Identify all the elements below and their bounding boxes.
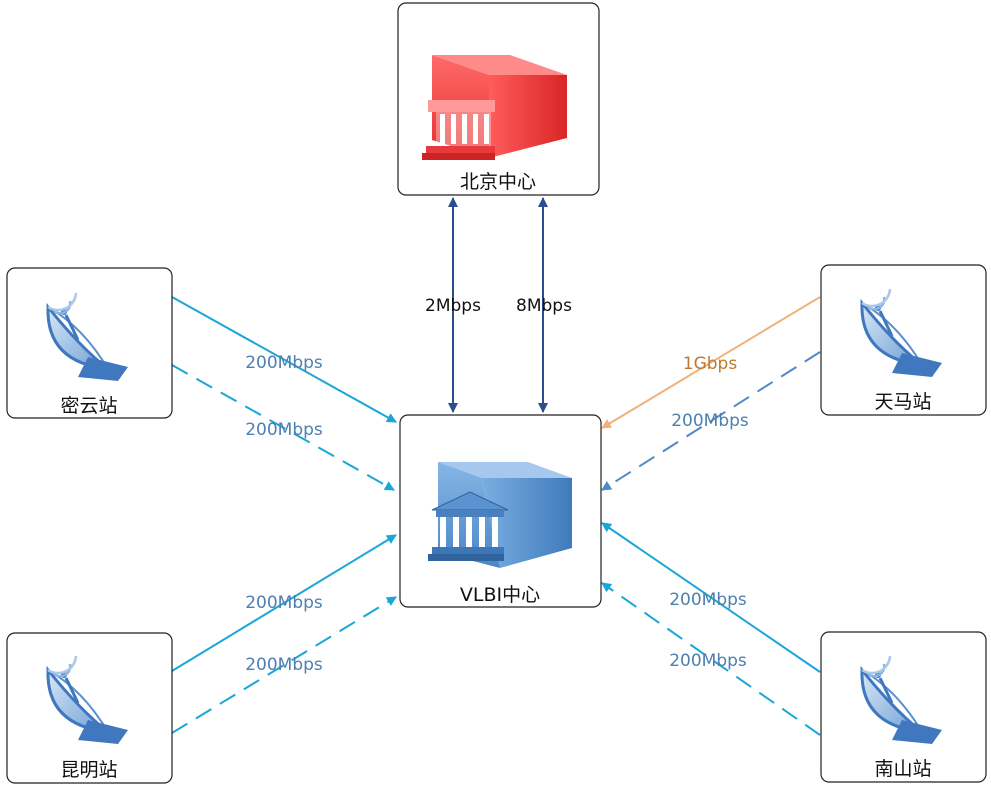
satellite-dish-icon: [46, 655, 128, 744]
label-kunming-dashed: 200Mbps: [245, 655, 323, 675]
node-label-beijing: 北京中心: [460, 171, 536, 193]
node-kunming[interactable]: 昆明站: [6, 632, 173, 784]
node-label-nanshan: 南山站: [874, 758, 931, 780]
red-data-center-icon: [422, 55, 567, 160]
label-nanshan-dashed: 200Mbps: [669, 651, 747, 671]
link-nanshan-solid: [601, 522, 821, 673]
node-label-vlbi: VLBI中心: [460, 584, 540, 606]
label-kunming-solid: 200Mbps: [245, 593, 323, 613]
satellite-dish-icon: [46, 292, 128, 381]
link-kunming-dashed: [171, 596, 397, 734]
label-tianma-dashed: 200Mbps: [671, 411, 749, 431]
node-label-miyun: 密云站: [60, 395, 117, 417]
node-tianma[interactable]: 天马站: [820, 264, 987, 416]
satellite-dish-icon: [860, 288, 942, 377]
link-tianma-dashed: [601, 351, 821, 491]
link-labels: 2Mbps 8Mbps 200Mbps 200Mbps 200Mbps 200M…: [245, 296, 749, 675]
label-miyun-solid: 200Mbps: [245, 353, 323, 373]
label-8mbps: 8Mbps: [516, 296, 572, 316]
node-vlbi[interactable]: VLBI中心: [399, 414, 602, 608]
link-tianma-1gbps: [601, 296, 821, 429]
link-nanshan-dashed: [601, 582, 821, 736]
node-nanshan[interactable]: 南山站: [820, 631, 987, 783]
label-tianma-1gbps: 1Gbps: [683, 354, 738, 374]
link-kunming-solid: [171, 534, 397, 672]
blue-data-center-icon: [428, 462, 572, 568]
label-nanshan-solid: 200Mbps: [669, 590, 747, 610]
node-label-tianma: 天马站: [874, 391, 931, 413]
link-miyun-solid: [171, 296, 397, 423]
link-miyun-dashed: [171, 364, 395, 491]
node-beijing[interactable]: 北京中心: [397, 2, 600, 196]
label-2mbps: 2Mbps: [425, 296, 481, 316]
satellite-dish-icon: [860, 655, 942, 744]
node-miyun[interactable]: 密云站: [6, 267, 173, 419]
connections: [171, 197, 821, 736]
label-miyun-dashed: 200Mbps: [245, 420, 323, 440]
node-label-kunming: 昆明站: [60, 759, 117, 781]
